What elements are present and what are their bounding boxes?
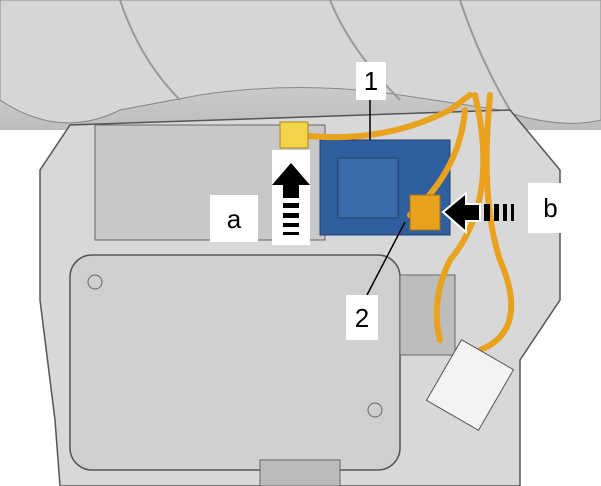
upper-trim-panel — [0, 0, 601, 130]
arrow-left-b — [441, 190, 514, 235]
lower-connector — [425, 339, 515, 431]
callout-1: 1 — [356, 62, 386, 100]
wiring-harness — [297, 92, 515, 353]
callout-2: 2 — [346, 295, 378, 340]
connector-2 — [409, 194, 441, 231]
arrow-up-a — [272, 150, 310, 245]
leader-line-2 — [366, 221, 406, 296]
callout-a: a — [210, 195, 258, 242]
callout-b: b — [528, 183, 573, 233]
connector-1 — [279, 121, 309, 149]
